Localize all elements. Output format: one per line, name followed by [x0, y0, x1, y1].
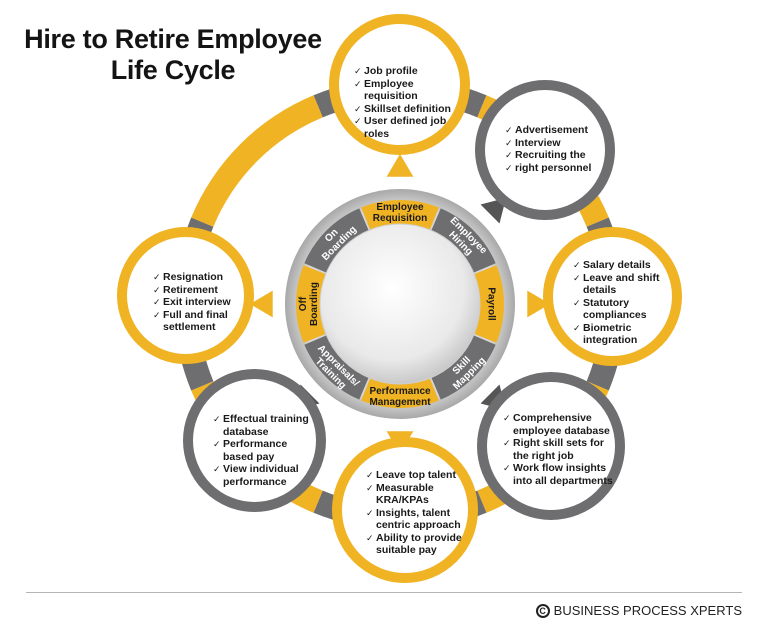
skill-list: Comprehensive employee database Right sk… — [503, 412, 621, 487]
requisition-list: Job profile Employee requisition Skillse… — [354, 65, 469, 140]
ring-segment-employee-requisition — [361, 199, 439, 230]
footer-divider — [26, 592, 742, 593]
arrow-icon — [250, 290, 273, 318]
list-item: Measurable KRA/KPAs — [366, 482, 468, 507]
ring-label-line: Performance — [369, 386, 431, 397]
ring-segment-employee-hiring — [431, 208, 496, 273]
ring-label-line: Boarding — [309, 282, 320, 326]
title-line-2: Life Cycle — [110, 55, 236, 85]
ring-segment-off-boarding — [296, 265, 326, 343]
footer-text: BUSINESS PROCESS XPERTS — [553, 603, 742, 618]
ring-segment-skill-mapping — [431, 335, 496, 400]
offboarding-list: Resignation Retirement Exit interview Fu… — [153, 271, 243, 334]
list-item: Resignation — [153, 271, 243, 284]
ring-label-payroll: Payroll — [486, 287, 497, 321]
list-item: Effectual training database — [213, 413, 316, 438]
list-item: Salary details — [573, 259, 673, 272]
list-item: Leave and shift details — [573, 272, 673, 297]
hiring-list: Advertisement Interview Recruiting the r… — [505, 124, 610, 174]
node-employee-requisition: Job profile Employee requisition Skillse… — [329, 14, 470, 155]
list-item: Job profile — [354, 65, 469, 78]
copyright-icon: C — [535, 603, 550, 618]
hub-center — [319, 223, 481, 385]
list-item: Advertisement — [505, 124, 610, 137]
list-item: Retirement — [153, 284, 243, 297]
list-item: Insights, talent centric approach — [366, 507, 468, 532]
footer: C BUSINESS PROCESS XPERTS — [535, 603, 742, 618]
list-item: Exit interview — [153, 296, 243, 309]
arrow-icon — [527, 290, 550, 318]
ring-segment-payroll — [474, 265, 504, 343]
node-payroll: Salary details Leave and shift details S… — [543, 227, 682, 366]
ring-segment-on-boarding — [304, 208, 369, 273]
ring-segment-performance-management — [361, 378, 439, 408]
list-item: right personnel — [505, 162, 610, 175]
ring-label-line: Payroll — [486, 287, 497, 321]
list-item: Recruiting the — [505, 149, 610, 162]
list-item: Right skill sets for the right job — [503, 437, 621, 462]
list-item: Comprehensive employee database — [503, 412, 621, 437]
list-item: Employee requisition — [354, 78, 469, 103]
ring-label-line: Off — [298, 296, 309, 311]
page-title: Hire to Retire Employee Life Cycle — [18, 24, 328, 86]
ring-label-line: Requisition — [373, 213, 427, 224]
list-item: Biometric integration — [573, 322, 673, 347]
list-item: Interview — [505, 137, 610, 150]
appraisal-list: Effectual training database Performance … — [213, 413, 316, 488]
list-item: Work flow insights into all departments — [503, 462, 621, 487]
list-item: Leave top talent — [366, 469, 468, 482]
node-off-boarding: Resignation Retirement Exit interview Fu… — [117, 227, 254, 364]
ring-segment-appraisals-training — [304, 335, 369, 400]
node-appraisals-training: Effectual training database Performance … — [183, 369, 326, 512]
list-item: View individual performance — [213, 463, 316, 488]
list-item: User defined job roles — [354, 115, 469, 140]
payroll-list: Salary details Leave and shift details S… — [573, 259, 673, 347]
ring-label-line: Management — [369, 397, 431, 408]
connector-ring-segment — [191, 95, 323, 227]
performance-list: Leave top talent Measurable KRA/KPAs Ins… — [366, 469, 468, 557]
arrow-icon — [480, 197, 507, 224]
ring-label-line: Employee — [376, 202, 424, 213]
arrow-icon — [386, 154, 414, 177]
node-employee-hiring: Advertisement Interview Recruiting the r… — [475, 80, 615, 220]
node-skill-mapping: Comprehensive employee database Right sk… — [477, 372, 625, 520]
list-item: Statutory compliances — [573, 297, 673, 322]
list-item: Full and final settlement — [153, 309, 243, 334]
list-item: Skillset definition — [354, 103, 469, 116]
title-line-1: Hire to Retire Employee — [24, 24, 322, 54]
list-item: Performance based pay — [213, 438, 316, 463]
node-performance-management: Leave top talent Measurable KRA/KPAs Ins… — [332, 437, 478, 583]
list-item: Ability to provide suitable pay — [366, 532, 468, 557]
